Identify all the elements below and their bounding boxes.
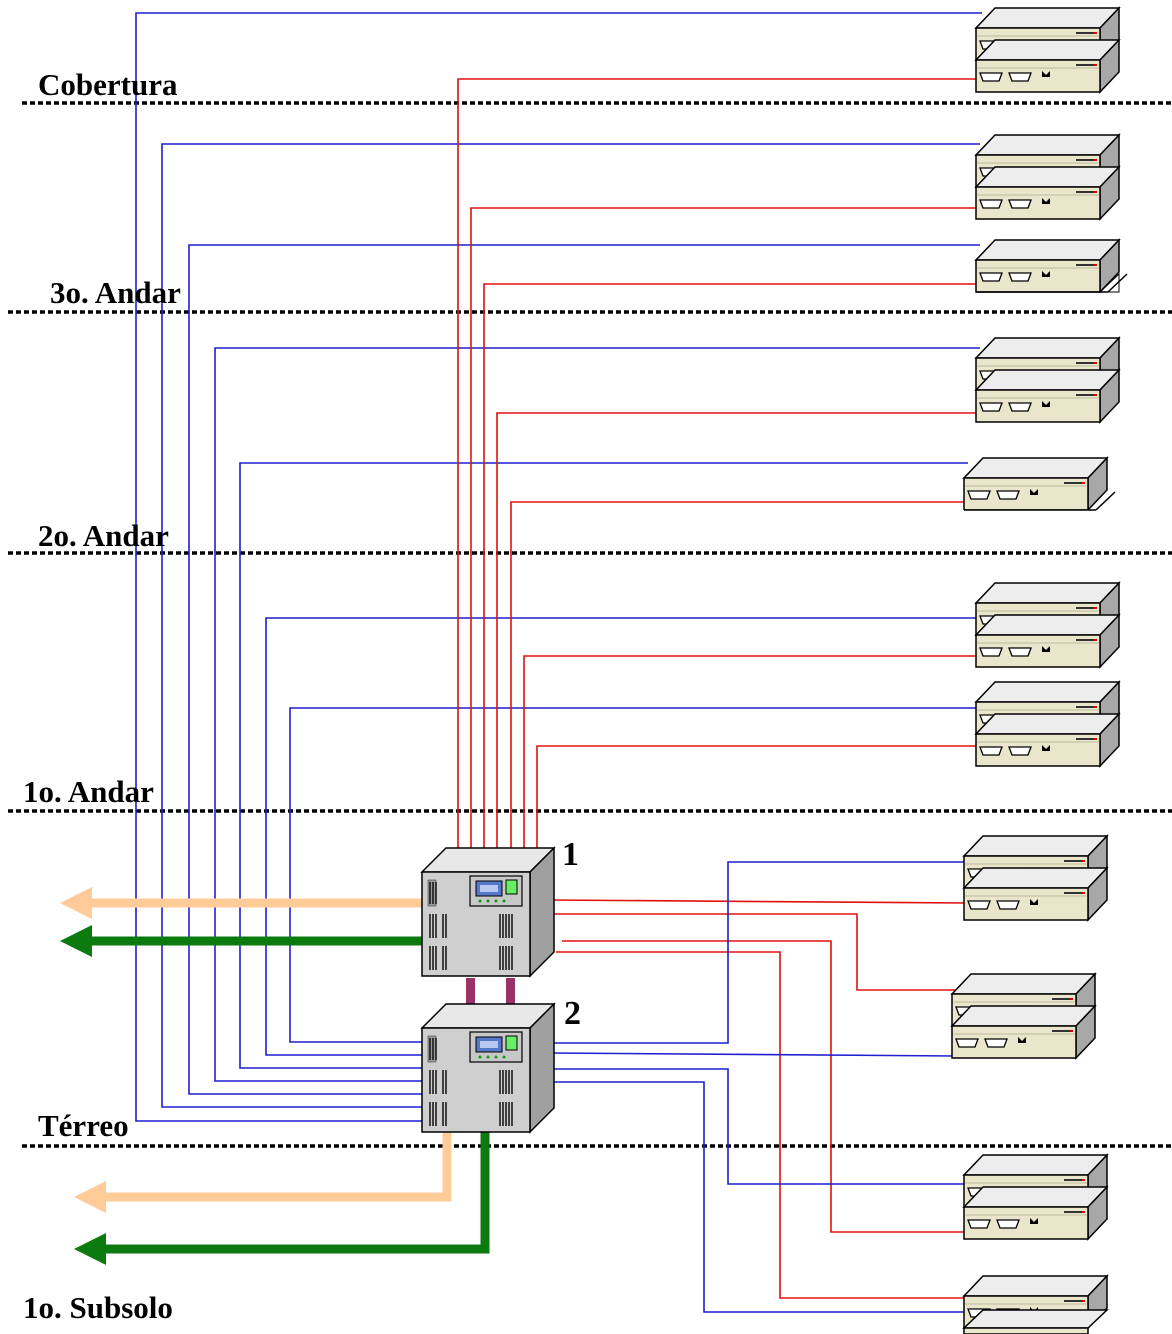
- blue-link: [214, 347, 980, 1082]
- server-tower-icon: [421, 1003, 555, 1133]
- server-2-label: 2: [564, 995, 581, 1032]
- red-link: [510, 501, 968, 850]
- uplinks: [60, 887, 490, 1265]
- server-1: [421, 847, 555, 977]
- switch-clip-masks: [950, 293, 1172, 551]
- red-link: [457, 78, 980, 850]
- floor-label-terreo: Térreo: [38, 1108, 129, 1143]
- network-switch-icon: [951, 1005, 1096, 1059]
- blue-link: [239, 462, 968, 1069]
- floor-label-andar2: 2o. Andar: [38, 518, 169, 553]
- red-link: [549, 899, 969, 904]
- blue-link: [550, 1081, 968, 1313]
- blue-links-vertical: [135, 12, 982, 1122]
- red-link: [562, 940, 968, 1233]
- uplink-green-server2: [102, 1130, 490, 1254]
- floor-label-cobertura: Cobertura: [38, 67, 178, 102]
- network-switch-icon: [975, 614, 1120, 668]
- arrow-left-icon: [74, 1233, 106, 1265]
- network-switch-icon: [963, 457, 1108, 511]
- blue-link: [135, 12, 982, 1122]
- switches: [951, 7, 1120, 1329]
- blue-link: [550, 1068, 968, 1185]
- uplink-peach-server2: [102, 1130, 452, 1202]
- floor-label-subsolo: 1o. Subsolo: [23, 1290, 173, 1325]
- red-link: [470, 207, 980, 850]
- server-interconnect: [466, 978, 515, 1016]
- server-tower-icon: [421, 847, 555, 977]
- red-links-vertical: [457, 78, 980, 850]
- blue-link: [161, 143, 980, 1108]
- blue-link: [188, 244, 980, 1095]
- network-switch-icon: [975, 39, 1120, 93]
- network-switch-icon: [975, 166, 1120, 220]
- arrow-left-icon: [74, 1181, 106, 1213]
- blue-link: [265, 617, 980, 1056]
- blue-link: [550, 861, 968, 1044]
- network-switch-icon: [975, 239, 1120, 293]
- switch-stubs: [962, 272, 1128, 1334]
- red-link: [536, 745, 980, 850]
- red-link: [556, 951, 968, 1299]
- red-link: [496, 412, 980, 850]
- red-link: [483, 283, 980, 850]
- floor-label-andar3: 3o. Andar: [50, 275, 181, 310]
- blue-link: [549, 1052, 957, 1057]
- blue-link: [289, 707, 980, 1043]
- network-switch-icon: [963, 1186, 1108, 1240]
- arrow-left-icon: [60, 925, 92, 957]
- red-link: [523, 655, 980, 850]
- red-link: [553, 913, 956, 991]
- network-switch-icon: [963, 867, 1108, 921]
- server-1-label: 1: [562, 836, 579, 873]
- floor-lines: [8, 101, 1172, 1148]
- server-2: [421, 1003, 555, 1133]
- floor-label-andar1: 1o. Andar: [23, 774, 154, 809]
- arrow-left-icon: [60, 887, 92, 919]
- network-switch-icon: [975, 713, 1120, 767]
- right-side-links: [549, 861, 969, 1313]
- network-switch-icon: [975, 369, 1120, 423]
